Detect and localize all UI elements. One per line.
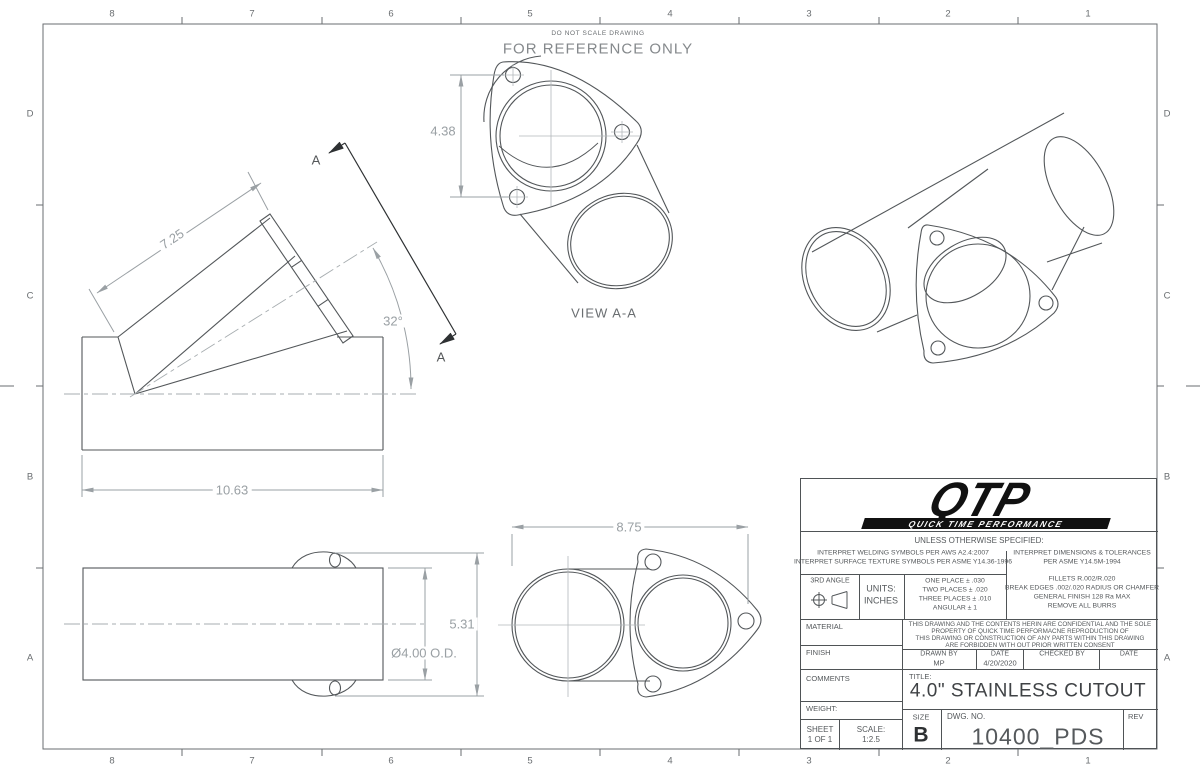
zone-col-top: 4 — [667, 8, 673, 20]
zone-row-left: D — [26, 108, 34, 120]
units-label: UNITS: — [866, 583, 896, 594]
title-label: TITLE: — [909, 672, 932, 681]
zone-col-top: 6 — [388, 8, 394, 20]
view-end — [511, 548, 762, 698]
weight-label: WEIGHT: — [806, 704, 838, 713]
zone-col-bottom: 4 — [667, 755, 673, 767]
checked-by-label: CHECKED BY — [1039, 650, 1085, 658]
zone-col-top: 5 — [527, 8, 533, 20]
zone-col-bottom: 7 — [249, 755, 255, 767]
third-angle-label: 3RD ANGLE — [810, 577, 850, 585]
dim-tolerance-note-2: PER ASME Y14.5M-1994 — [1043, 558, 1121, 566]
rev-label: REV — [1128, 712, 1144, 721]
zone-row-right: B — [1163, 471, 1171, 483]
welding-note: INTERPRET WELDING SYMBOLS PER AWS A2.4:2… — [817, 549, 989, 557]
sheet-value: 1 OF 1 — [807, 735, 833, 744]
third-angle-projection-icon — [811, 591, 848, 609]
view-aa-centerlines — [502, 64, 640, 208]
zone-col-bottom: 6 — [388, 755, 394, 767]
date-value: 4/20/2020 — [983, 658, 1017, 668]
zone-col-top: 7 — [249, 8, 255, 20]
date-label: DATE — [990, 650, 1010, 658]
dim-tolerance-note: INTERPRET DIMENSIONS & TOLERANCES — [1013, 549, 1151, 557]
zone-row-right: C — [1163, 290, 1171, 302]
zone-col-top: 3 — [806, 8, 812, 20]
view-aa-label: VIEW A-A — [571, 305, 637, 321]
confidential-line-2: PROPERTY OF QUICK TIME PERFORMACNE REPRO… — [931, 627, 1129, 635]
tol-one-place: ONE PLACE ± .030 — [925, 577, 985, 585]
zone-col-bottom: 5 — [527, 755, 533, 767]
drawn-by-label: DRAWN BY — [920, 650, 958, 658]
checked-date-label: DATE — [1119, 650, 1139, 658]
zone-col-bottom: 2 — [945, 755, 951, 767]
dim-branch-angle: 32° — [380, 314, 406, 328]
zone-col-bottom: 8 — [109, 755, 115, 767]
zone-col-bottom: 1 — [1085, 755, 1091, 767]
zone-col-bottom: 3 — [806, 755, 812, 767]
drawing-title: 4.0" STAINLESS CUTOUT — [909, 680, 1147, 702]
dim-tube-od: Ø4.00 O.D. — [388, 646, 460, 660]
zone-col-top: 8 — [109, 8, 115, 20]
size-label: SIZE — [912, 712, 930, 722]
finish-label: FINISH — [806, 648, 831, 657]
break-edges-note: BREAK EDGES .002/.020 RADIUS OR CHAMFER — [1004, 584, 1160, 592]
drawn-by-value: MP — [933, 658, 945, 668]
dwg-no-value: 10400_PDS — [971, 723, 1105, 750]
tol-two-places: TWO PLACES ± .020 — [922, 586, 988, 594]
zone-row-left: A — [26, 652, 34, 664]
tol-angular: ANGULAR ± 1 — [932, 604, 978, 612]
units-value: INCHES — [863, 595, 899, 606]
view-side-centerlines — [64, 241, 420, 398]
sheet-border — [0, 17, 1200, 756]
qtp-logo: QTP QUICK TIME PERFORMANCE — [801, 472, 1158, 531]
view-aa — [483, 55, 673, 290]
tol-three-places: THREE PLACES ± .010 — [918, 595, 992, 603]
dimension-lines — [81, 74, 749, 697]
confidential-line-4: ARE FORBIDDEN WITH OUT PRIOR WRITTEN CON… — [945, 641, 1115, 649]
surface-note: INTERPRET SURFACE TEXTURE SYMBOLS PER AS… — [794, 558, 1012, 566]
zone-row-right: D — [1163, 108, 1171, 120]
do-not-scale-note: DO NOT SCALE DRAWING — [551, 29, 645, 37]
zone-row-left: C — [26, 290, 34, 302]
dim-overall-height: 5.31 — [446, 617, 478, 631]
confidential-line-3: THIS DRAWING OR CONSTRUCTION OF ANY PART… — [915, 634, 1145, 642]
scale-value: 1:2.5 — [862, 735, 880, 744]
zone-row-left: B — [26, 471, 34, 483]
view-end-centerlines — [498, 556, 645, 697]
size-value: B — [913, 723, 929, 747]
spec-header: UNLESS OTHERWISE SPECIFIED: — [914, 536, 1044, 545]
dim-body-length: 10.63 — [212, 483, 252, 497]
confidential-line-1: THIS DRAWING AND THE CONTENTS HERIN ARE … — [908, 620, 1152, 628]
title-block: QTP QUICK TIME PERFORMANCE UNLESS OTHERW… — [794, 472, 1160, 750]
reference-only-note: FOR REFERENCE ONLY — [502, 40, 694, 58]
material-label: MATERIAL — [806, 622, 843, 631]
section-line-aa — [328, 141, 457, 345]
burrs-note: REMOVE ALL BURRS — [1047, 602, 1117, 610]
comments-label: COMMENTS — [806, 674, 850, 683]
view-isometric — [801, 112, 1115, 364]
qtp-logo-tagline-bar: QUICK TIME PERFORMANCE — [861, 518, 1111, 529]
fillets-note: FILLETS R.002/R.020 — [1048, 575, 1116, 583]
scale-label: SCALE: — [856, 725, 886, 734]
finish-spec-note: GENERAL FINISH 128 Ra MAX — [1033, 593, 1131, 601]
section-label-a-top: A — [311, 152, 321, 168]
sheet-label: SHEET — [806, 725, 834, 734]
zone-col-top: 1 — [1085, 8, 1091, 20]
dim-flange-height: 4.38 — [427, 124, 459, 138]
qtp-logo-tagline: QUICK TIME PERFORMANCE — [907, 518, 1065, 529]
section-label-a-bottom: A — [436, 349, 446, 365]
view-side-branch — [81, 213, 384, 451]
dwg-no-label: DWG. NO. — [947, 712, 986, 721]
zone-col-top: 2 — [945, 8, 951, 20]
dim-assembly-width: 8.75 — [613, 520, 645, 534]
zone-row-right: A — [1163, 652, 1171, 664]
